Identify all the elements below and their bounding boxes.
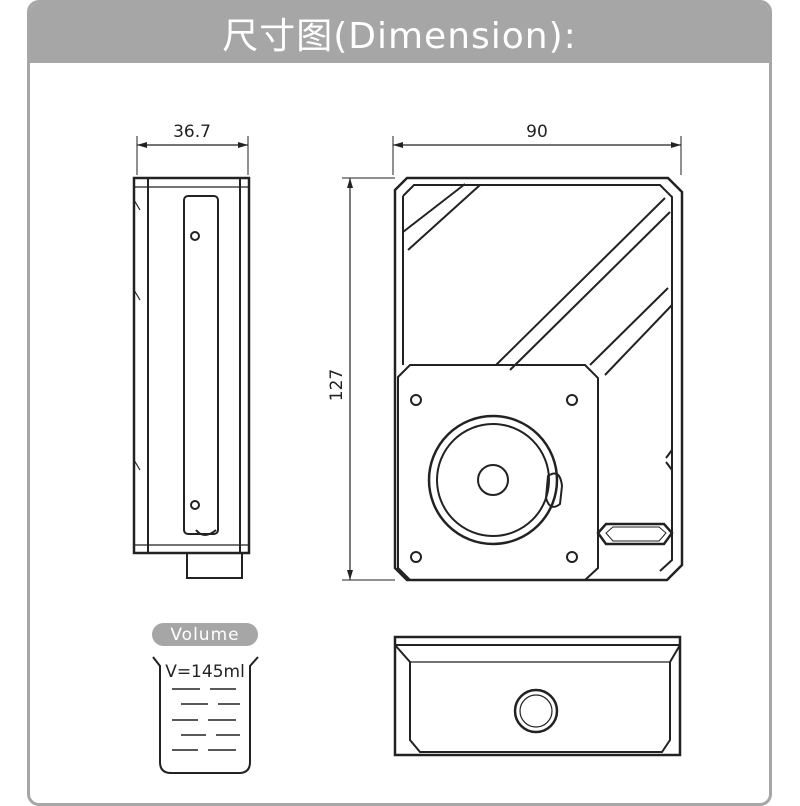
front-view: [342, 136, 684, 582]
page-title: 尺寸图(Dimension):: [30, 3, 769, 63]
front-width-label: 90: [526, 122, 548, 142]
volume-badge: Volume: [152, 623, 258, 646]
dimension-panel: 尺寸图(Dimension):: [27, 0, 772, 806]
side-width-label: 36.7: [173, 122, 211, 142]
front-height-label: 127: [327, 369, 347, 401]
beaker-icon: [152, 656, 259, 774]
top-view: [393, 635, 682, 757]
volume-value: V=145ml: [165, 662, 245, 682]
side-view: [132, 136, 251, 579]
